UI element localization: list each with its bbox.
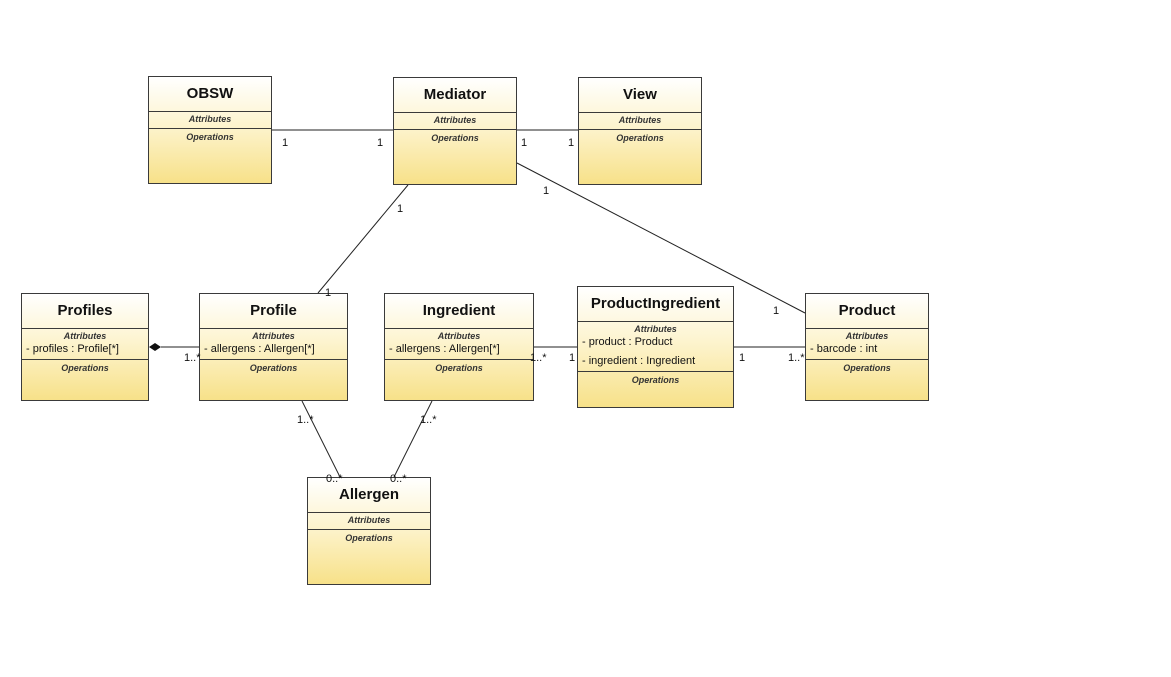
- multiplicity-label: 1: [325, 287, 332, 299]
- operations-section: Operations: [200, 360, 347, 377]
- operations-section: Operations: [394, 130, 516, 147]
- operations-header: Operations: [61, 363, 109, 373]
- multiplicity-label: 0..*: [390, 473, 407, 485]
- class-profiles[interactable]: Profiles Attributes - profiles : Profile…: [21, 293, 149, 401]
- attribute: - ingredient : Ingredient: [582, 355, 696, 367]
- attributes-header: Attributes: [634, 324, 677, 334]
- operations-header: Operations: [843, 363, 891, 373]
- multiplicity-label: 1..*: [420, 414, 437, 426]
- operations-section: Operations: [22, 360, 148, 377]
- class-name: Profile: [200, 294, 347, 329]
- attributes-section: Attributes: [394, 113, 516, 130]
- attributes-section: Attributes - allergens : Allergen[*]: [200, 329, 347, 360]
- class-name: ProductIngredient: [578, 287, 733, 322]
- attributes-section: Attributes - barcode : int: [806, 329, 928, 360]
- multiplicity-label: 1: [569, 352, 576, 364]
- attributes-section: Attributes - allergens : Allergen[*]: [385, 329, 533, 360]
- attributes-header: Attributes: [63, 331, 107, 341]
- attributes-header: Attributes: [618, 115, 662, 125]
- association-line: [301, 400, 341, 478]
- association-line: [393, 400, 433, 478]
- operations-header: Operations: [431, 133, 479, 143]
- attributes-header: Attributes: [437, 331, 481, 341]
- attribute: - barcode : int: [810, 343, 878, 355]
- class-name: Mediator: [394, 78, 516, 113]
- multiplicity-label: 1: [282, 137, 289, 149]
- operations-header: Operations: [345, 533, 393, 543]
- attributes-section: Attributes: [308, 513, 430, 530]
- operations-section: Operations: [308, 530, 430, 547]
- attributes-section: Attributes - profiles : Profile[*]: [22, 329, 148, 360]
- attributes-section: Attributes: [149, 112, 271, 129]
- class-view[interactable]: View Attributes Operations: [578, 77, 702, 185]
- operations-section: Operations: [578, 372, 733, 389]
- class-productingredient[interactable]: ProductIngredient Attributes - product :…: [577, 286, 734, 408]
- attributes-header: Attributes: [347, 515, 391, 525]
- multiplicity-label: 1..*: [297, 414, 314, 426]
- multiplicity-label: 1: [377, 137, 384, 149]
- class-allergen[interactable]: Allergen Attributes Operations: [307, 477, 431, 585]
- attribute: - profiles : Profile[*]: [26, 343, 119, 355]
- composition-diamond-icon: [149, 343, 161, 351]
- class-obsw[interactable]: OBSW Attributes Operations: [148, 76, 272, 184]
- attribute: - allergens : Allergen[*]: [389, 343, 500, 355]
- attributes-section: Attributes - product : Product - ingredi…: [578, 322, 733, 372]
- operations-header: Operations: [249, 363, 298, 373]
- class-name: View: [579, 78, 701, 113]
- attributes-header: Attributes: [188, 114, 232, 124]
- class-ingredient[interactable]: Ingredient Attributes - allergens : Alle…: [384, 293, 534, 401]
- class-name: Allergen: [308, 478, 430, 513]
- operations-header: Operations: [616, 133, 664, 143]
- class-mediator[interactable]: Mediator Attributes Operations: [393, 77, 517, 185]
- class-name: Profiles: [22, 294, 148, 329]
- multiplicity-label: 1..*: [530, 352, 547, 364]
- class-name: Ingredient: [385, 294, 533, 329]
- operations-section: Operations: [385, 360, 533, 377]
- attributes-header: Attributes: [845, 331, 889, 341]
- operations-section: Operations: [149, 129, 271, 146]
- attributes-section: Attributes: [579, 113, 701, 130]
- multiplicity-label: 1: [739, 352, 746, 364]
- attribute: - product : Product: [582, 336, 673, 348]
- multiplicity-label: 1: [773, 305, 780, 317]
- operations-header: Operations: [186, 132, 234, 142]
- attributes-header: Attributes: [252, 331, 295, 341]
- operations-header: Operations: [435, 363, 483, 373]
- multiplicity-label: 1: [543, 185, 550, 197]
- attributes-header: Attributes: [433, 115, 477, 125]
- class-product[interactable]: Product Attributes - barcode : int Opera…: [805, 293, 929, 401]
- class-name: Product: [806, 294, 928, 329]
- multiplicity-label: 1: [397, 203, 404, 215]
- multiplicity-label: 1: [521, 137, 528, 149]
- operations-header: Operations: [631, 375, 680, 385]
- multiplicity-label: 1..*: [788, 352, 805, 364]
- association-line: [516, 162, 806, 314]
- multiplicity-label: 1: [568, 137, 575, 149]
- attribute: - allergens : Allergen[*]: [204, 343, 315, 355]
- multiplicity-label: 0..*: [326, 473, 343, 485]
- class-profile[interactable]: Profile Attributes - allergens : Allerge…: [199, 293, 348, 401]
- class-name: OBSW: [149, 77, 271, 112]
- operations-section: Operations: [806, 360, 928, 377]
- association-line: [317, 184, 409, 294]
- multiplicity-label: 1..*: [184, 352, 201, 364]
- operations-section: Operations: [579, 130, 701, 147]
